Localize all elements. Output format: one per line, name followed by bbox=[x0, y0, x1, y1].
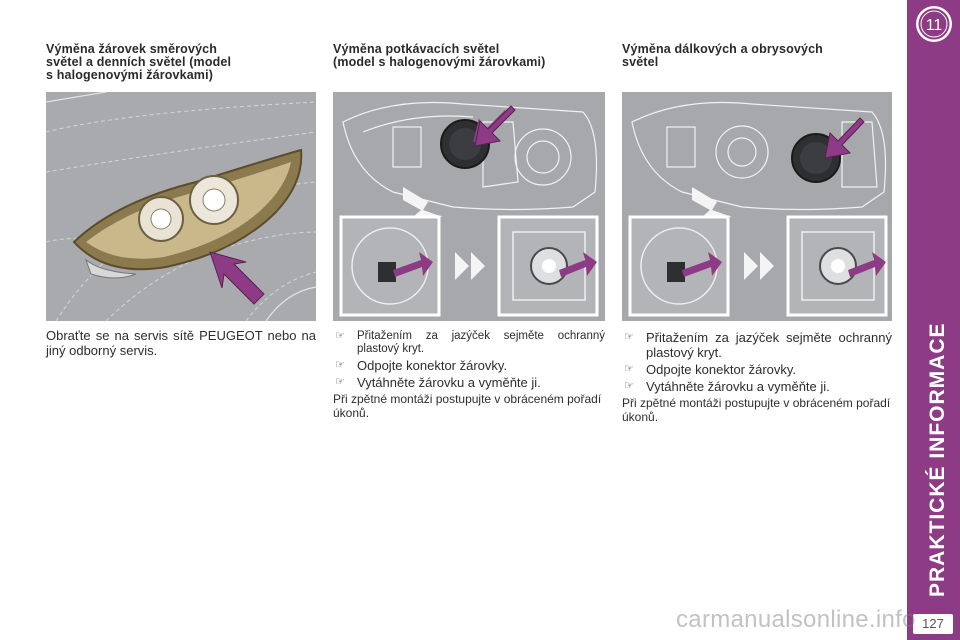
step-list: ☞ Přitažením za jazýček sejměte ochranný… bbox=[622, 330, 892, 424]
low-beam-illustration bbox=[333, 92, 605, 321]
headlamp-exterior-drawing bbox=[46, 92, 316, 321]
high-beam-drawing bbox=[622, 92, 892, 321]
list-item: ☞ Vytáhněte žárovku a vyměňte ji. bbox=[335, 375, 541, 390]
purple-arrow-icon bbox=[824, 117, 865, 159]
low-beam-drawing bbox=[333, 92, 605, 321]
section-title: Výměna dálkových a obrysových světel bbox=[622, 42, 823, 69]
chapter-title: PRAKTICKÉ INFORMACE bbox=[926, 322, 949, 598]
purple-arrow-icon bbox=[473, 105, 516, 147]
step-list: ☞ Přitažením za jazýček sejměte ochranný… bbox=[333, 330, 605, 420]
page-number: 127 bbox=[913, 614, 953, 634]
pointing-hand-icon: ☞ bbox=[335, 330, 345, 342]
list-item: ☞ Přitažením za jazýček sejměte ochranný… bbox=[624, 330, 892, 360]
chapter-number: 11 bbox=[926, 17, 943, 34]
purple-arrow-icon bbox=[559, 252, 597, 277]
reassembly-note: Při zpětné montáži postupujte v obrácené… bbox=[622, 396, 891, 424]
watermark: carmanualsonline.info bbox=[676, 606, 916, 633]
list-item: ☞ Přitažením za jazýček sejměte ochranný… bbox=[335, 330, 605, 355]
section-title: Výměna žárovek směrových světel a denníc… bbox=[46, 42, 232, 82]
step-arrow-icon bbox=[692, 187, 732, 217]
high-beam-illustration bbox=[622, 92, 892, 321]
list-item: ☞ Odpojte konektor žárovky. bbox=[624, 362, 797, 377]
list-item: ☞ Vytáhněte žárovku a vyměňte ji. bbox=[624, 379, 830, 394]
reassembly-note: Při zpětné montáži postupujte v obrácené… bbox=[333, 392, 602, 420]
pointing-hand-icon: ☞ bbox=[624, 363, 634, 375]
list-item: ☞ Odpojte konektor žárovky. bbox=[335, 358, 508, 373]
pointing-hand-icon: ☞ bbox=[335, 376, 345, 388]
chapter-badge: 11 bbox=[916, 6, 952, 42]
chapter-side-tab: 11 bbox=[907, 0, 960, 640]
purple-arrow-icon bbox=[393, 252, 433, 277]
step-arrow-icon bbox=[403, 187, 443, 217]
double-chevron-icon bbox=[455, 252, 485, 280]
pointing-hand-icon: ☞ bbox=[624, 380, 634, 392]
purple-arrow-icon bbox=[848, 252, 886, 277]
headlamp-exterior-illustration bbox=[46, 92, 316, 321]
double-chevron-icon bbox=[744, 252, 774, 280]
purple-arrow-icon bbox=[209, 251, 265, 305]
section-title: Výměna potkávacích světel (model s halog… bbox=[333, 42, 546, 69]
pointing-hand-icon: ☞ bbox=[624, 331, 634, 343]
pointing-hand-icon: ☞ bbox=[335, 359, 345, 371]
instruction-text: Obraťte se na servis sítě PEUGEOT nebo n… bbox=[46, 328, 316, 358]
purple-arrow-icon bbox=[682, 252, 722, 277]
